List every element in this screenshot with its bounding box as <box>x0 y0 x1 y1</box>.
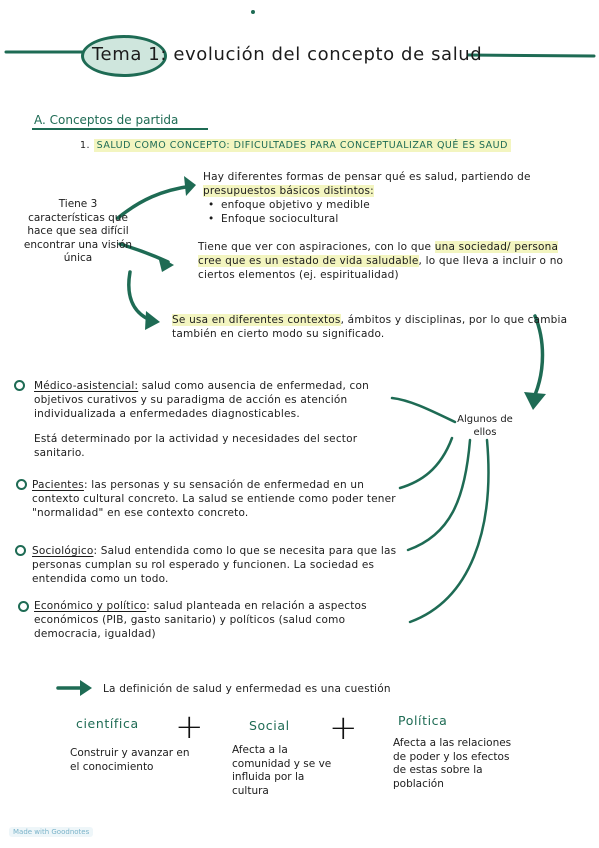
definition-text: La definición de salud y enfermedad es u… <box>103 683 391 695</box>
model-economico: Económico y político: salud planteada en… <box>34 599 404 641</box>
bullet-circle-economico <box>18 601 29 612</box>
arrow-to-intro3 <box>127 270 152 322</box>
title-oval <box>81 35 167 77</box>
bullet-item: Enfoque sociocultural <box>208 212 583 226</box>
category-politica-desc: Afecta a las relaciones de poder y los e… <box>393 737 512 790</box>
model-pacientes: Pacientes: las personas y su sensación d… <box>32 478 402 520</box>
arrow-head-2 <box>158 256 174 272</box>
plus-icon: + <box>329 708 358 748</box>
category-cientifica-desc: Construir y avanzar en el conocimiento <box>70 747 190 773</box>
arrow-head-4 <box>524 392 546 410</box>
model-pacientes-name: Pacientes <box>32 479 84 491</box>
intro-paragraph-3: Se usa en diferentes contextos, ámbitos … <box>172 313 582 341</box>
goodnotes-badge: Made with Goodnotes <box>9 827 94 837</box>
model-sociologico-name: Sociológico <box>32 545 94 557</box>
model-medico-name: Médico-asistencial: <box>34 380 139 392</box>
intro-paragraph-2: Tiene que ver con aspiraciones, con lo q… <box>198 240 583 282</box>
brace-pacientes <box>398 436 454 490</box>
intro2-end: , lo que lleva a incluir o no ciertos el… <box>198 255 564 281</box>
model-economico-name: Económico y político <box>34 600 147 612</box>
title-text: evolución del concepto de salud <box>173 44 483 65</box>
model-medico-extra: Está determinado por la actividad y nece… <box>34 433 358 459</box>
brace-medico <box>390 396 457 424</box>
intro1-text: Hay diferentes formas de pensar qué es s… <box>203 171 531 183</box>
brace-sociologico <box>406 438 472 552</box>
intro-paragraph-1: Hay diferentes formas de pensar qué es s… <box>203 170 583 226</box>
model-sociologico: Sociológico: Salud entendida como lo que… <box>32 544 402 586</box>
three-features-note: Tiene 3 características que hace que sea… <box>23 198 133 264</box>
plus-icon: + <box>175 707 204 747</box>
page-title: Tema 1: evolución del concepto de salud <box>92 44 482 66</box>
bullet-circle-medico <box>14 380 25 391</box>
section-heading-underline <box>32 128 208 130</box>
top-dot <box>251 10 255 14</box>
bullet-circle-sociologico <box>15 545 26 556</box>
intro2-text: Tiene que ver con aspiraciones, con lo q… <box>198 241 435 253</box>
intro3-end: , ámbitos y disciplinas, por lo que camb… <box>172 314 568 340</box>
section-heading: A. Conceptos de partida <box>34 113 179 127</box>
category-social: Social <box>249 718 290 733</box>
definition-arrow-head <box>80 680 92 696</box>
model-pacientes-text: : las personas y su sensación de enferme… <box>32 479 396 519</box>
title-label: Tema 1: <box>92 44 168 65</box>
model-medico: Médico-asistencial: salud como ausencia … <box>34 379 394 421</box>
brace-economico <box>408 438 490 624</box>
model-economico-text: : salud planteada en relación a aspectos… <box>34 600 367 640</box>
algunos-note: Algunos de ellos <box>457 414 513 438</box>
title-line-right <box>466 53 596 58</box>
category-politica: Política <box>398 713 448 728</box>
arrow-head-3 <box>145 311 160 330</box>
intro1-highlight: presupuestos básicos distintos: <box>203 185 374 197</box>
intro3-highlight: Se usa en diferentes contextos <box>172 314 341 326</box>
bullet-item: enfoque objetivo y medible <box>208 198 583 212</box>
subheading: 1. SALUD COMO CONCEPTO: DIFICULTADES PAR… <box>80 139 511 152</box>
arrow-head-1 <box>184 176 196 196</box>
intro1-bullets: enfoque objetivo y medible Enfoque socio… <box>203 198 583 226</box>
model-sociologico-text: : Salud entendida como lo que se necesit… <box>32 545 397 585</box>
bullet-circle-pacientes <box>16 479 27 490</box>
subheading-number: 1. <box>80 140 91 151</box>
subheading-text: SALUD COMO CONCEPTO: DIFICULTADES PARA C… <box>93 139 511 152</box>
category-social-desc: Afecta a la comunidad y se ve influida p… <box>232 744 332 797</box>
model-medico-text: salud como ausencia de enfermedad, con o… <box>34 380 369 420</box>
category-cientifica: científica <box>76 716 139 731</box>
